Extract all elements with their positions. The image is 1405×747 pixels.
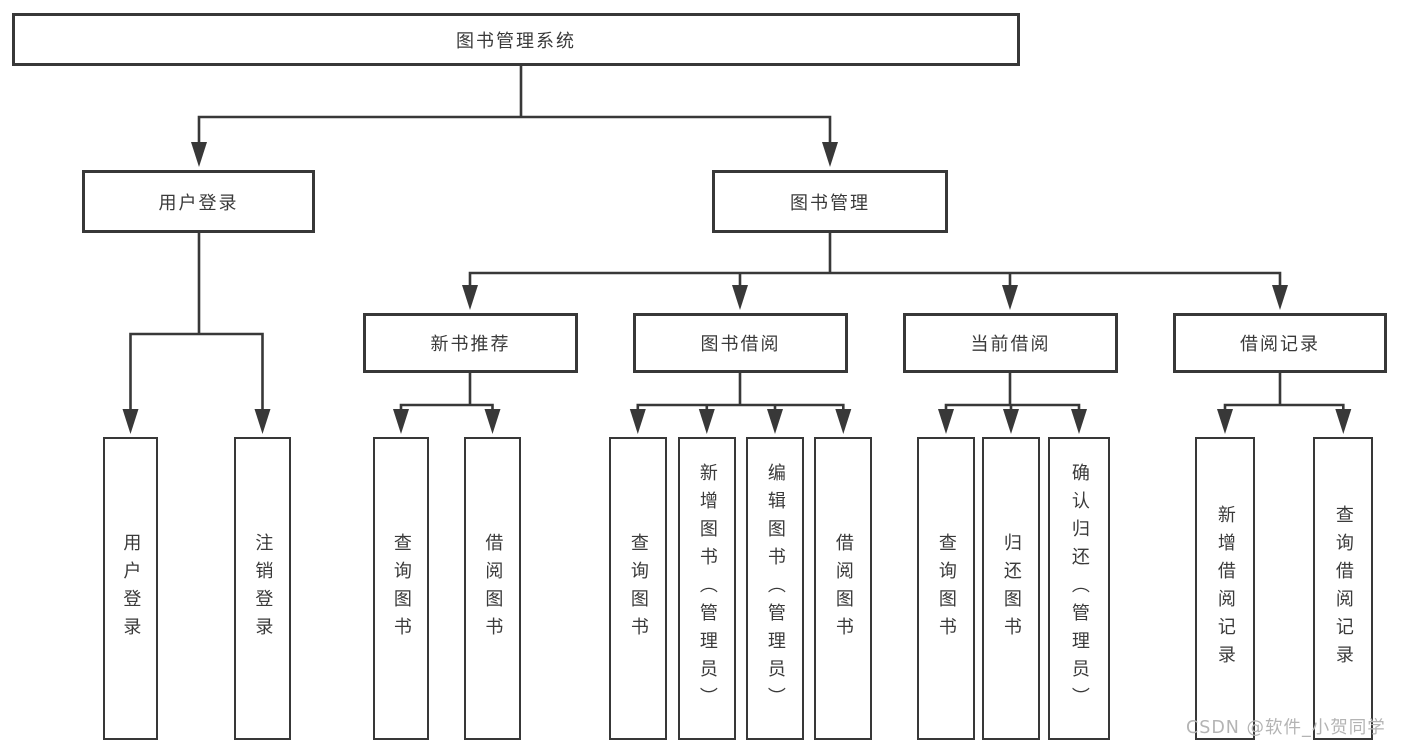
leaf-logout-label: 注销登录 (252, 532, 274, 645)
leaf-cb-confirm-return-label: 确认归还（管理员） (1068, 462, 1090, 715)
connector-paths (129, 66, 1345, 412)
leaf-bb-borrow-book-label: 借阅图书 (832, 532, 854, 645)
node-borrow-record: 借阅记录 (1173, 313, 1387, 373)
node-user-login: 用户登录 (82, 170, 315, 233)
node-root-library-system: 图书管理系统 (12, 13, 1020, 66)
leaf-cb-confirm-return: 确认归还（管理员） (1048, 437, 1110, 740)
leaf-br-add-record: 新增借阅记录 (1195, 437, 1255, 740)
leaf-cb-return-book-label: 归还图书 (1000, 532, 1022, 645)
leaf-nbr-borrow-book: 借阅图书 (464, 437, 521, 740)
leaf-br-query-record: 查询借阅记录 (1313, 437, 1373, 740)
leaf-bb-add-book-label: 新增图书（管理员） (696, 462, 718, 715)
csdn-watermark: CSDN @软件_小贺同学 (1186, 718, 1386, 738)
node-book-borrow: 图书借阅 (633, 313, 848, 373)
arrowheads (122, 142, 1352, 434)
leaf-nbr-borrow-book-label: 借阅图书 (482, 532, 504, 645)
leaf-cb-query-book-label: 查询图书 (935, 532, 957, 645)
leaf-bb-query-book: 查询图书 (609, 437, 667, 740)
leaf-cb-query-book: 查询图书 (917, 437, 975, 740)
leaf-bb-query-book-label: 查询图书 (627, 532, 649, 645)
node-current-borrow: 当前借阅 (903, 313, 1118, 373)
leaf-nbr-query-book-label: 查询图书 (390, 532, 412, 645)
leaf-logout: 注销登录 (234, 437, 291, 740)
node-new-book-recommend: 新书推荐 (363, 313, 578, 373)
leaf-nbr-query-book: 查询图书 (373, 437, 429, 740)
node-book-management: 图书管理 (712, 170, 948, 233)
leaf-bb-edit-book-label: 编辑图书（管理员） (764, 462, 786, 715)
leaf-bb-edit-book: 编辑图书（管理员） (746, 437, 804, 740)
leaf-br-query-record-label: 查询借阅记录 (1332, 504, 1354, 673)
leaf-bb-add-book: 新增图书（管理员） (678, 437, 736, 740)
leaf-user-login-label: 用户登录 (120, 532, 142, 645)
leaf-cb-return-book: 归还图书 (982, 437, 1040, 740)
leaf-br-add-record-label: 新增借阅记录 (1214, 504, 1236, 673)
leaf-bb-borrow-book: 借阅图书 (814, 437, 872, 740)
leaf-user-login: 用户登录 (103, 437, 158, 740)
